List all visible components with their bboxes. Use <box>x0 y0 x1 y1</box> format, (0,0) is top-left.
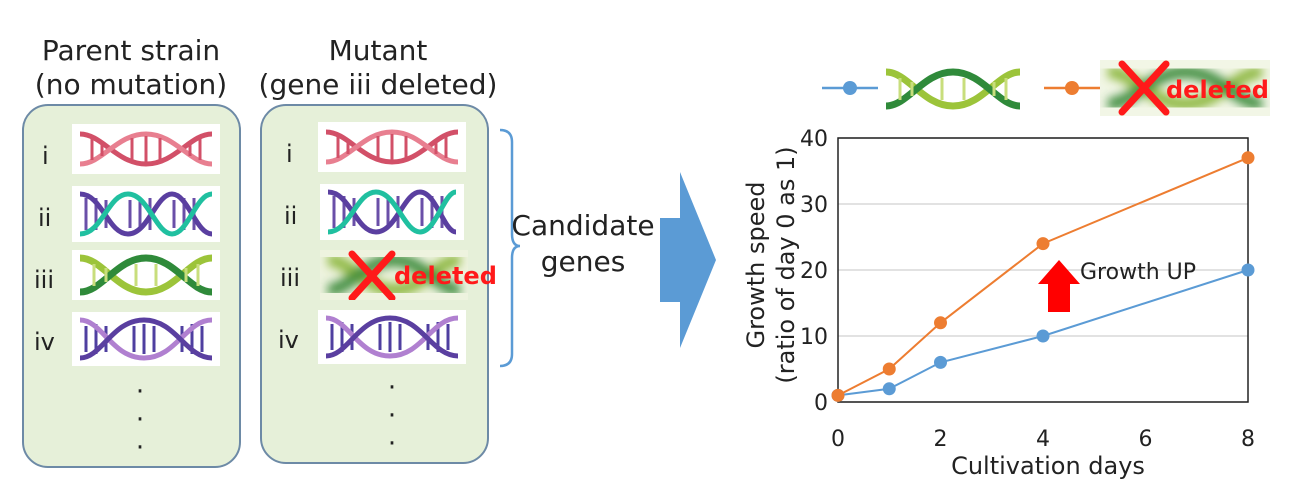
legend-parent-line-icon <box>822 81 878 95</box>
mutant-deleted-gene-icon <box>320 250 468 300</box>
legend-deleted-label: deleted <box>1166 76 1269 104</box>
parent-ellipsis: ··· <box>135 377 145 463</box>
growth-up-label: Growth UP <box>1080 260 1196 285</box>
series-0-point-2 <box>934 355 947 369</box>
parent-title-line1: Parent strain <box>41 34 221 67</box>
legend-deleted-gene-icon <box>1100 60 1270 116</box>
chart-ylabel: Growth speed (ratio of day 0 as 1) <box>741 130 801 400</box>
y-tick-label-2: 20 <box>800 259 828 284</box>
mutant-deleted-label: deleted <box>394 262 497 290</box>
growth-up-arrow-icon <box>1038 260 1080 312</box>
candidate-genes-label: Candidate genes <box>508 208 658 280</box>
series-1-point-0 <box>831 388 845 402</box>
chart-series <box>831 151 1255 402</box>
y-tick-label-4: 40 <box>800 127 828 152</box>
mutant-dna-red-icon <box>318 122 466 172</box>
mutant-title-line2: (gene iii deleted) <box>258 68 498 101</box>
x-tick-label-0: 0 <box>831 427 845 452</box>
mutant-dna-purple-green-icon <box>320 184 464 240</box>
parent-title: Parent strain (no mutation) <box>16 34 246 102</box>
legend-mutant-line-icon <box>1044 81 1100 95</box>
series-0-point-3 <box>1036 329 1050 343</box>
series-1-point-4 <box>1241 151 1255 165</box>
legend-dna-green-icon <box>878 64 1028 114</box>
chart-ylabel-line2: (ratio of day 0 as 1) <box>772 146 800 384</box>
bracket-icon <box>499 128 521 368</box>
x-tick-label-2: 4 <box>1036 427 1050 452</box>
series-1-point-1 <box>882 362 896 376</box>
candidate-line2: genes <box>540 245 626 278</box>
parent-row-label-i: i <box>42 142 49 170</box>
series-0-point-1 <box>882 382 896 396</box>
y-tick-label-0: 0 <box>814 391 828 416</box>
y-tick-label-1: 10 <box>800 325 828 350</box>
chart-xlabel: Cultivation days <box>951 452 1145 480</box>
x-tick-label-1: 2 <box>934 427 948 452</box>
y-tick-label-3: 30 <box>800 193 828 218</box>
series-1-point-2 <box>934 316 947 330</box>
series-0-point-4 <box>1241 263 1255 277</box>
right-arrow-icon <box>660 172 716 348</box>
parent-title-line2: (no mutation) <box>34 68 228 101</box>
mutant-row-label-iv: iv <box>278 326 299 354</box>
series-1-point-3 <box>1036 237 1050 251</box>
dna-green-icon <box>72 250 220 300</box>
chart-ticks: 0 10 20 30 40 0 2 4 6 8 <box>800 127 1255 452</box>
dna-red-icon <box>72 124 220 174</box>
mutant-row-label-i: i <box>286 140 293 168</box>
dna-purple-green-icon <box>72 186 220 242</box>
mutant-row-label-iii: iii <box>280 264 301 292</box>
parent-row-label-iv: iv <box>34 328 55 356</box>
parent-row-label-ii: ii <box>38 204 52 232</box>
chart-ylabel-line1: Growth speed <box>742 181 770 349</box>
growth-chart: 0 10 20 30 40 0 2 4 6 8 <box>800 127 1255 452</box>
mutant-title-line1: Mutant <box>328 34 428 67</box>
x-tick-label-3: 6 <box>1139 427 1153 452</box>
candidate-line1: Candidate <box>511 209 655 242</box>
mutant-dna-violet-icon <box>318 310 466 364</box>
x-tick-label-4: 8 <box>1241 427 1255 452</box>
mutant-title: Mutant (gene iii deleted) <box>248 34 508 102</box>
parent-row-label-iii: iii <box>34 266 55 294</box>
dna-violet-icon <box>72 312 220 366</box>
mutant-row-label-ii: ii <box>284 202 298 230</box>
mutant-ellipsis: ··· <box>387 373 397 459</box>
